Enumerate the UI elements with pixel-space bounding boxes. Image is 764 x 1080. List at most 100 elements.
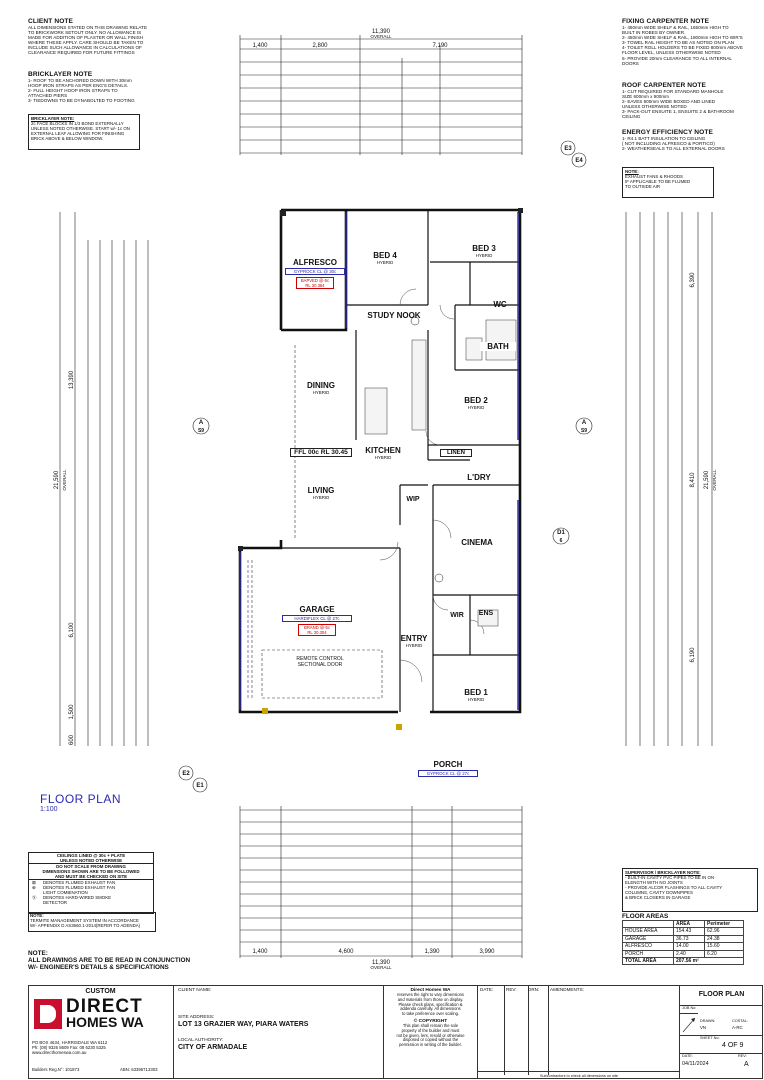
markers-six: 6 bbox=[560, 538, 563, 544]
title-block-drawn-label: DRAWN: bbox=[700, 1019, 716, 1023]
title-block-drawn-value: VN bbox=[700, 1025, 707, 1030]
rooms-alfresco: ALFRESCO bbox=[293, 258, 337, 267]
supervisor-note: SUPERVISOR / BRICKLAYER NOTE: - BUILT-IN… bbox=[622, 868, 758, 912]
title-block-sheet-no: 4 OF 9 bbox=[722, 1042, 744, 1049]
room-ens: ENS bbox=[478, 610, 494, 617]
room-bed1: BED 1 HYBRID bbox=[456, 688, 496, 702]
roof-note: ROOF CARPENTER NOTE 1- CUT REQUIRED FOR … bbox=[622, 82, 762, 120]
smoke-detector-icon: Ⓢ bbox=[32, 895, 37, 900]
legend-note-head: NOTE: bbox=[30, 913, 44, 918]
bricklayer-box: BRICKLAYER NOTE: 2c FACE BLOCKS IN 1/3 B… bbox=[28, 114, 140, 150]
overall-right-dim: 21,590 bbox=[704, 470, 710, 489]
legend-smoke: Ⓢ DENOTES HARD-WIRED SMOKE DETECTOR bbox=[29, 895, 153, 905]
title-block-disclaimer-head: Direct Homes WA bbox=[410, 988, 451, 993]
title-block-builders-reg: Builders Reg.N°: 101873 bbox=[32, 1067, 80, 1072]
fixing-note: FIXING CARPENTER NOTE 1- 450mm WIDE SHEL… bbox=[622, 18, 762, 66]
legend-fan1: DENOTES FLUMED EXHAUST FAN bbox=[43, 880, 116, 885]
room-linen: LINEN bbox=[440, 449, 472, 457]
title-block-rev2: A bbox=[744, 1061, 749, 1068]
title-block-local-authority: CITY OF ARMADALE bbox=[178, 1044, 248, 1051]
legend-fan2: DENOTES FLUMED EXHAUST FAN LIGHT COMBINA… bbox=[43, 885, 116, 895]
rooms-hybrid: HYBRID bbox=[405, 643, 423, 648]
rooms-living: LIVING bbox=[307, 486, 335, 495]
room-kitchen: KITCHEN HYBRID bbox=[360, 446, 406, 460]
title-block-job-label: JOB No: bbox=[682, 1006, 697, 1010]
floor-areas-rows-3-0: PORCH bbox=[622, 949, 674, 959]
title-block-client-name-label: CLIENT NAME: bbox=[178, 988, 212, 993]
brand-bottom: HOMES WA bbox=[66, 1014, 144, 1030]
rooms-dining: DINING bbox=[307, 381, 335, 390]
rooms-alfresco-rl: BAPVED @-5c RL 30.364 bbox=[296, 277, 334, 289]
roof-note-heading: ROOF CARPENTER NOTE bbox=[622, 82, 706, 89]
plan-title: FLOOR PLAN bbox=[40, 792, 122, 806]
overall-top-dim: 11,390 bbox=[372, 29, 391, 35]
title-block-costal-label: COSTAL: bbox=[732, 1019, 748, 1023]
plan-scale: 1:100 bbox=[40, 806, 58, 813]
floor-areas-cols-1: AREA bbox=[673, 919, 705, 929]
title-block-rev-label: REV: bbox=[504, 985, 529, 1075]
title-block-disclaimer: reserves the right to vary dimensions an… bbox=[397, 992, 464, 1017]
exhaust-note-text: EXHAUST FANS & RHOODS IF APPLICABLE TO B… bbox=[625, 174, 691, 189]
legend-note2-head: NOTE: bbox=[28, 950, 48, 957]
room-bed4: BED 4 HYBRID bbox=[360, 251, 410, 265]
energy-note-heading: ENERGY EFFICIENCY NOTE bbox=[622, 129, 713, 136]
overall-dims-left-d: 600 bbox=[69, 734, 75, 745]
legend-fan-light: ⊕ DENOTES FLUMED EXHAUST FAN LIGHT COMBIN… bbox=[29, 885, 153, 895]
title-block-site-address: LOT 13 GRAZIER WAY, PIARA WATERS bbox=[178, 1021, 309, 1028]
floor-areas-heading: FLOOR AREAS bbox=[622, 913, 669, 920]
floor-areas-rows-2-1: 14.00 bbox=[673, 942, 705, 951]
room-ldry: L'DRY bbox=[467, 473, 491, 482]
floor-areas-rows-0-0: HOUSE AREA bbox=[622, 927, 674, 936]
floor-areas-rows-3-2: 6.20 bbox=[704, 949, 744, 959]
brand-top: DIRECT bbox=[66, 996, 143, 1017]
legend-smoke: DENOTES HARD-WIRED SMOKE DETECTOR bbox=[43, 895, 112, 905]
legend-termite: TERMITE MANAGEMENT SYSTEM IN ACCORDANCE … bbox=[30, 918, 141, 928]
title-block-amendments-label: AMENDMENTS: bbox=[550, 987, 584, 992]
rooms-garage-rl: BRAND @-5c RL 30.304 bbox=[298, 624, 336, 636]
room-porch: PORCH GYPROCK CL @ 27c bbox=[418, 760, 478, 777]
room-living: LIVING HYBRID bbox=[296, 486, 346, 500]
fixing-note-text: 1- 450mm WIDE SHELF & RAIL, 1650mm HIGH … bbox=[622, 25, 743, 66]
room-bath: BATH bbox=[480, 342, 516, 351]
ffl-label: FFL 00c RL 30.45 bbox=[290, 448, 352, 457]
remote-door-label: REMOTE CONTROL SECTIONAL DOOR bbox=[285, 656, 355, 668]
floor-areas-rows-1-1: 36.73 bbox=[673, 934, 705, 944]
markers-e3: E3 bbox=[564, 146, 572, 152]
exhaust-note-heading: NOTE: bbox=[625, 169, 639, 174]
floor-areas-cols-2: Perimeter bbox=[704, 919, 744, 929]
room-garage: GARAGE HARDIFLEX CL @ 27c BRAND @-5c RL … bbox=[282, 605, 352, 636]
overall-dims-right-c: 6,190 bbox=[690, 647, 696, 663]
overall-dims-top-b: 2,800 bbox=[312, 43, 328, 49]
fan-light-icon: ⊕ bbox=[32, 885, 36, 890]
title-block-drn-label: DRN: bbox=[526, 985, 549, 1075]
room-bed2: BED 2 HYBRID bbox=[456, 396, 496, 410]
overall-dims-bot-c: 1,390 bbox=[424, 949, 440, 955]
legend-note2: ALL DRAWINGS ARE TO BE READ IN CONJUNCTI… bbox=[28, 957, 191, 972]
title-disclaimer: Direct Homes WA reserves the right to va… bbox=[384, 985, 478, 1079]
floor-areas-cols-0 bbox=[622, 919, 674, 929]
floor-areas-rows-2-2: 15.60 bbox=[704, 942, 744, 951]
fixing-note-heading: FIXING CARPENTER NOTE bbox=[622, 18, 710, 25]
rooms-alfresco-ceiling: GYPROCK CL @ 30c bbox=[285, 268, 345, 275]
rooms-bath: BATH bbox=[480, 342, 516, 351]
bricklayer-note: BRICKLAYER NOTE 1- ROOF TO BE ANCHORED D… bbox=[28, 71, 168, 103]
overall-left-dim: 21,590 bbox=[54, 470, 60, 489]
overall-dims-bot-d: 3,990 bbox=[479, 949, 495, 955]
room-wip: WIP bbox=[406, 496, 420, 503]
logo-cutout bbox=[40, 1005, 56, 1023]
overall-bottom-dim: 11,390 bbox=[372, 960, 391, 966]
markers-s9: S9 bbox=[581, 428, 587, 434]
rooms-hybrid: HYBRID bbox=[467, 405, 485, 410]
supervisor-heading: SUPERVISOR / BRICKLAYER NOTE: bbox=[625, 870, 701, 875]
title-block-rev2-label: REV: bbox=[738, 1054, 747, 1058]
rooms-hybrid: HYBRID bbox=[312, 495, 330, 500]
markers-e2: E2 bbox=[182, 771, 190, 777]
room-wir: WIR bbox=[450, 612, 464, 619]
overall-dims-top-c: 7,190 bbox=[432, 43, 448, 49]
client-note-text: ALL DIMENSIONS STATED ON THIS DRAWING RE… bbox=[28, 25, 148, 56]
